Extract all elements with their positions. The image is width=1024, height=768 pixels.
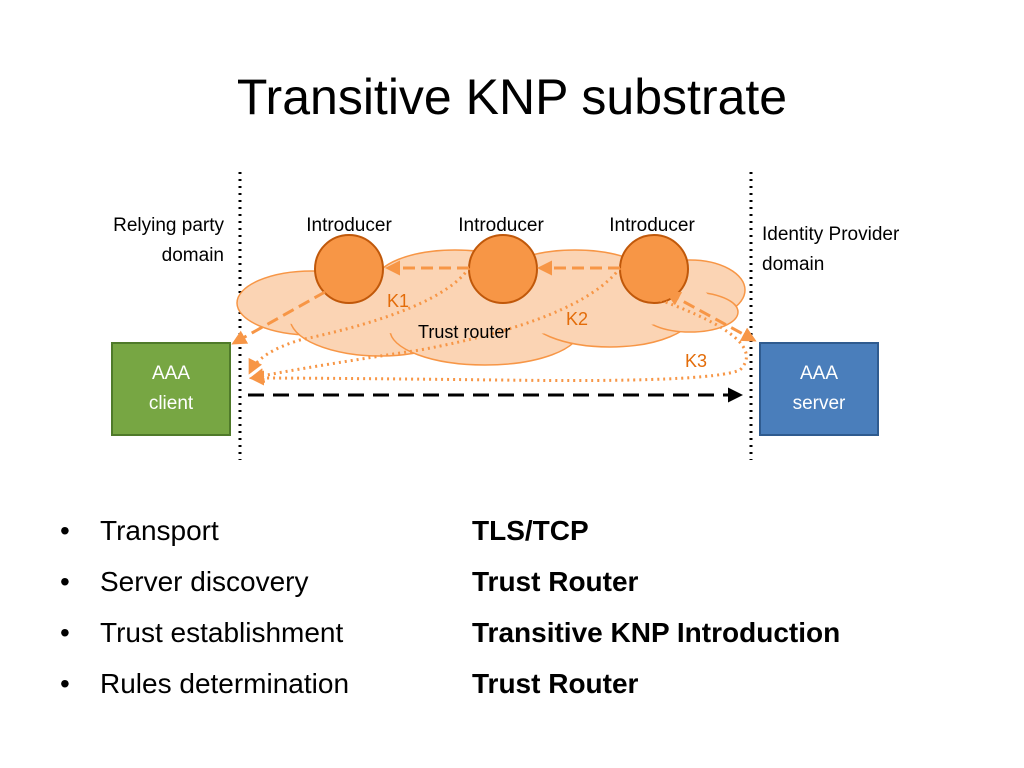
bullet-item: • Transport TLS/TCP [60, 505, 840, 556]
aaa-client-box: AAA client [111, 342, 231, 436]
introducer-node-3 [619, 234, 689, 304]
bullet-dot-icon: • [60, 514, 70, 546]
introducer-node-2 [468, 234, 538, 304]
slide-title: Transitive KNP substrate [236, 69, 788, 125]
trust-router-label: Trust router [418, 322, 511, 342]
bullet-value: TLS/TCP [472, 514, 589, 546]
introducer-label-3: Introducer [609, 215, 695, 236]
bullet-item: • Server discovery Trust Router [60, 556, 840, 607]
k3-label: K3 [685, 351, 708, 371]
aaa-server-box: AAA server [759, 342, 879, 436]
aaa-client-label: AAA client [148, 363, 194, 414]
relying-party-domain-label: Relying party domain [113, 215, 224, 266]
k2-label: K2 [566, 309, 589, 329]
bullet-dot-icon: • [60, 616, 70, 648]
bullet-key: Rules determination [100, 667, 350, 699]
bullet-value: Transitive KNP Introduction [472, 616, 841, 648]
introducer-label-1: Introducer [306, 215, 392, 236]
bullet-value: Trust Router [472, 565, 639, 597]
identity-provider-domain-label: Identity Provider domain [762, 224, 900, 275]
bullet-key: Server discovery [100, 565, 309, 597]
bullet-item: • Trust establishment Transitive KNP Intro… [60, 607, 840, 658]
bullet-item: • Rules determination Trust Router [60, 658, 840, 709]
bullet-dot-icon: • [60, 565, 70, 597]
introducer-node-1 [314, 234, 384, 304]
k1-label: K1 [387, 291, 410, 311]
bullet-value: Trust Router [472, 667, 639, 699]
bullet-key: Trust establishment [100, 616, 344, 648]
bullet-key: Transport [100, 514, 219, 546]
aaa-server-label: AAA server [792, 363, 846, 414]
server-to-introducer-link [665, 291, 757, 342]
introducer-label-2: Introducer [458, 215, 544, 236]
bullet-dot-icon: • [60, 667, 70, 699]
